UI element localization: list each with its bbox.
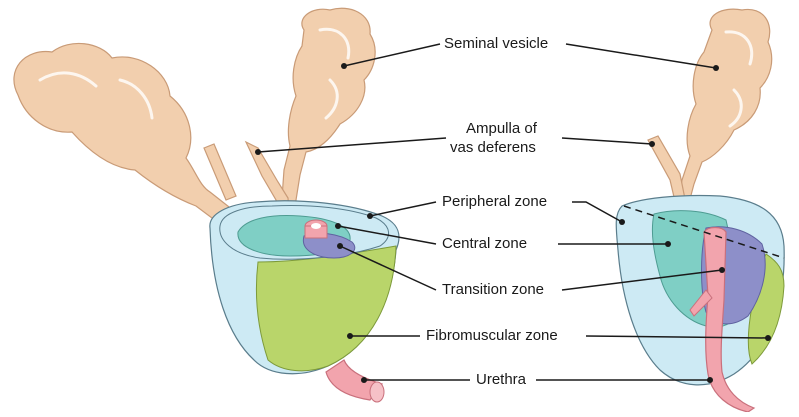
dot-transition-right [719,267,725,273]
label-ampulla-line1: Ampulla of [464,120,539,138]
right-seminal-vesicle [676,9,772,214]
left-fibromuscular-zone [256,246,396,371]
dot-ampulla-left [255,149,261,155]
dot-urethra-right [707,377,713,383]
label-peripheral-zone: Peripheral zone [440,193,549,211]
dot-urethra-left [361,377,367,383]
dot-central-right [665,241,671,247]
left-urethra-exit-end [370,382,384,402]
label-urethra: Urethra [474,371,528,389]
leader-ampulla-left [258,138,446,152]
dot-transition-left [337,243,343,249]
dot-seminal-right [713,65,719,71]
leader-peripheral-right [572,202,622,222]
dot-seminal-left [341,63,347,69]
leader-seminal-right [566,44,716,68]
left-urethra-lumen [311,223,321,229]
dot-peripheral-right [619,219,625,225]
left-seminal-vesicle-lower [14,43,238,230]
label-fibromuscular-zone: Fibromuscular zone [424,327,560,345]
leader-ampulla-right [562,138,652,144]
leader-peripheral-left [370,202,436,216]
dot-fibromuscular-left [347,333,353,339]
label-central-zone: Central zone [440,235,529,253]
dot-ampulla-right [649,141,655,147]
label-ampulla-line2: vas deferens [448,139,538,157]
dot-fibromuscular-right [765,335,771,341]
dot-peripheral-left [367,213,373,219]
label-seminal-vesicle: Seminal vesicle [442,35,550,53]
label-transition-zone: Transition zone [440,281,546,299]
dot-central-left [335,223,341,229]
